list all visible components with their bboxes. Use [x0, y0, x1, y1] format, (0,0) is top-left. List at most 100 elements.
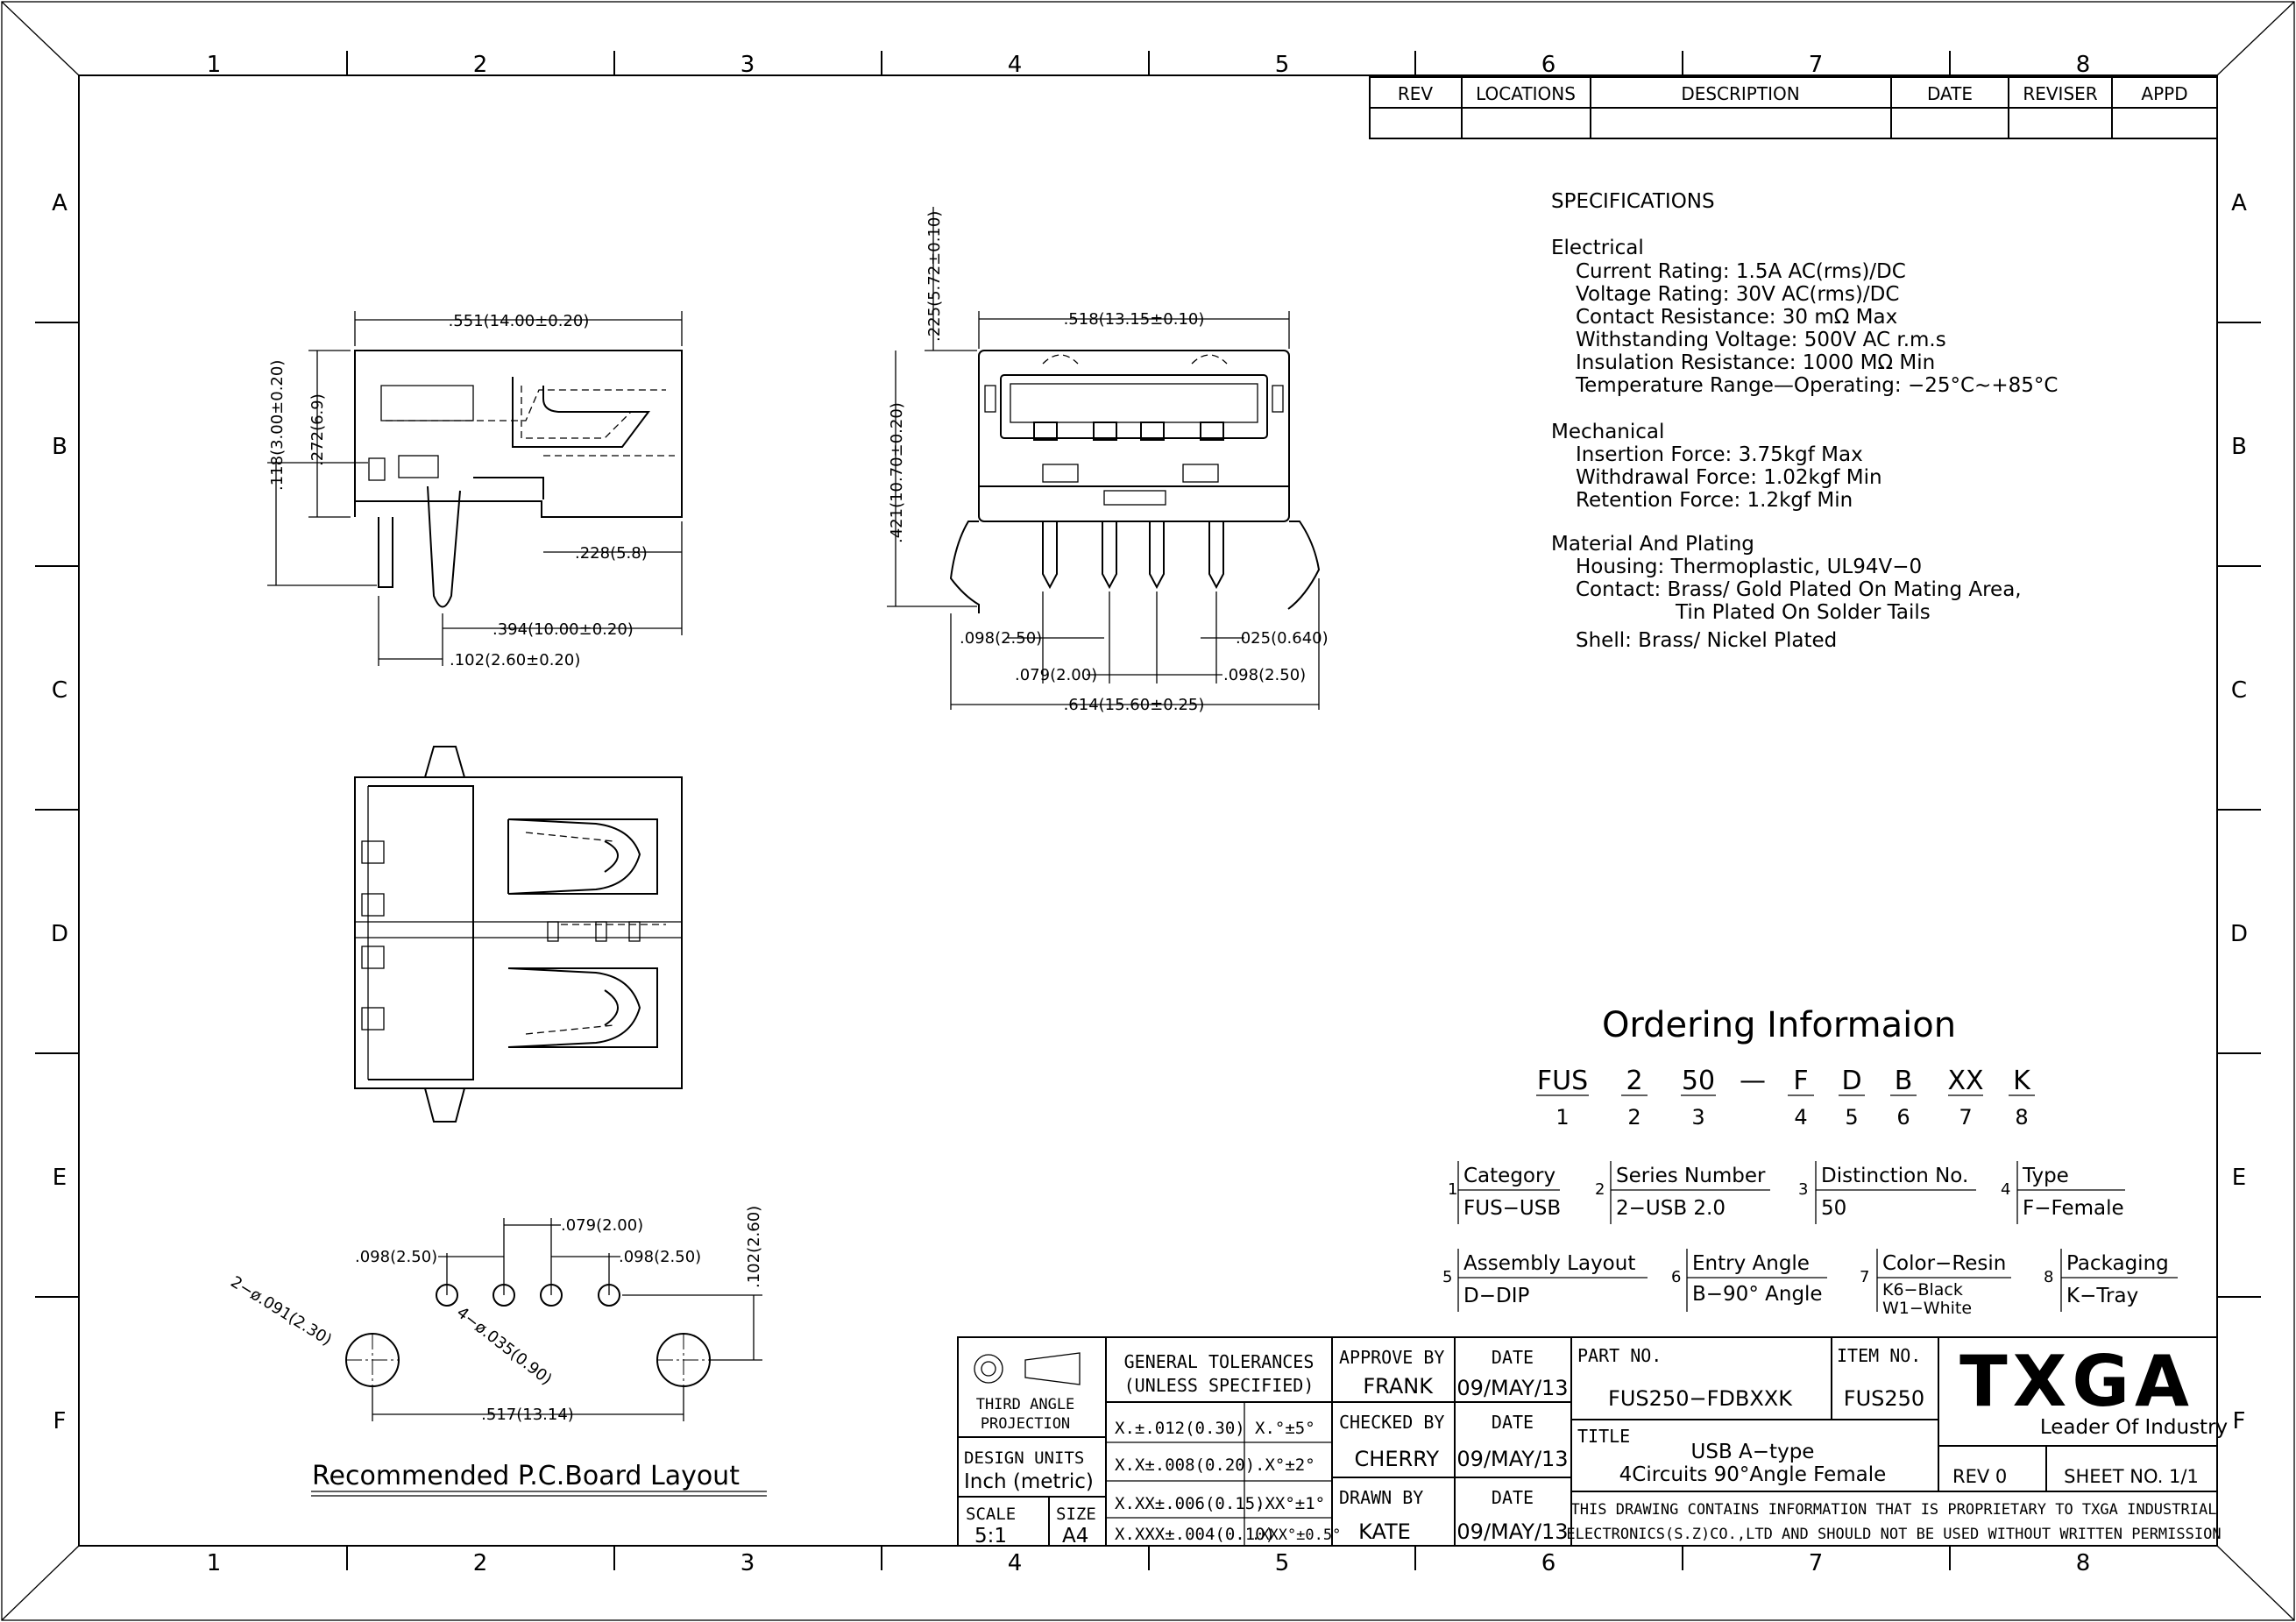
sheet-number: SHEET NO. 1/1 [2064, 1466, 2199, 1487]
projection-line2: PROJECTION [981, 1415, 1070, 1433]
tol-linear-4: X.XXX±.004(0.10) [1115, 1525, 1275, 1544]
row-label-e: E [53, 1165, 67, 1191]
checked-date-label: DATE [1492, 1412, 1534, 1433]
scale-value: 5:1 [974, 1525, 1007, 1548]
order-code-7: XX [1947, 1066, 1983, 1096]
spec-retention-force: Retention Force: 1.2kgf Min [1576, 489, 1853, 512]
front-pitch-right-dim: .098(2.50) [1223, 666, 1306, 684]
order-code-5: D [1841, 1066, 1861, 1096]
order-pos-7: 7 [1959, 1105, 1972, 1130]
order-code-dash: — [1740, 1066, 1766, 1096]
tolerances-subtitle: (UNLESS SPECIFIED) [1124, 1375, 1315, 1396]
mechanical-heading: Mechanical [1551, 421, 1664, 443]
row-label-f: F [53, 1408, 67, 1434]
order-code-4: F [1793, 1066, 1808, 1096]
revision-table: REV LOCATIONS DESCRIPTION DATE REVISER A… [1369, 76, 2218, 139]
appd-header: APPD [2141, 83, 2187, 104]
row-label-b-right: B [2231, 434, 2247, 460]
drawn-date-label: DATE [1492, 1487, 1534, 1508]
field-label-series: Series Number [1616, 1165, 1766, 1187]
spec-current-rating: Current Rating: 1.5A AC(rms)/DC [1576, 260, 1906, 283]
size-value: A4 [1062, 1525, 1088, 1548]
row-label-c: C [52, 677, 67, 704]
title-label: TITLE [1577, 1426, 1630, 1447]
top-view [354, 746, 683, 1123]
design-units-value: Inch (metric) [964, 1470, 1094, 1493]
field-value-assembly: D−DIP [1463, 1285, 1529, 1307]
ordering-info: Ordering Informaion FUS 2 50 — F D B XX … [1442, 1005, 2178, 1318]
tol-linear-3: X.XX±.006(0.15) [1115, 1494, 1265, 1513]
spec-temperature-range: Temperature Range—Operating: −25°C~+85°C [1575, 374, 2058, 397]
order-pos-8: 8 [2015, 1105, 2028, 1130]
field-num-6: 6 [1671, 1268, 1681, 1286]
field-num-2: 2 [1595, 1180, 1605, 1199]
row-label-b: B [52, 434, 67, 460]
col-label-3: 3 [741, 52, 755, 78]
checked-name: CHERRY [1355, 1447, 1440, 1471]
title-block: THIRD ANGLE PROJECTION DESIGN UNITS Inch… [957, 1336, 2228, 1548]
front-overall-dim: .614(15.60±0.25) [1064, 696, 1205, 714]
rev-value: REV 0 [1952, 1466, 2007, 1487]
spec-withdrawal-force: Withdrawal Force: 1.02kgf Min [1576, 466, 1882, 489]
order-pos-4: 4 [1794, 1105, 1807, 1130]
ordering-title: Ordering Informaion [1602, 1005, 1956, 1045]
field-num-7: 7 [1860, 1268, 1869, 1286]
field-value-color-black: K6−Black [1882, 1280, 1963, 1300]
description-header: DESCRIPTION [1681, 83, 1799, 104]
order-pos-3: 3 [1691, 1105, 1704, 1130]
col-label-4: 4 [1008, 52, 1023, 78]
row-label-e-right: E [2232, 1165, 2246, 1191]
col-label-5: 5 [1275, 52, 1290, 78]
specifications-block: SPECIFICATIONS Electrical Current Rating… [1551, 190, 2058, 652]
front-view: .518(13.15±0.10) .225(5.72±0.10) .421(10… [887, 207, 1329, 714]
col-label-8-bottom: 8 [2076, 1550, 2091, 1576]
side-depth-dim: .394(10.00±0.20) [493, 620, 634, 639]
row-label-a: A [52, 190, 67, 216]
col-label-1: 1 [207, 52, 222, 78]
spec-voltage-rating: Voltage Rating: 30V AC(rms)/DC [1576, 283, 1899, 306]
row-label-f-right: F [2233, 1408, 2246, 1434]
order-code-6: B [1895, 1066, 1913, 1096]
drawn-label: DRAWN BY [1339, 1487, 1423, 1508]
locations-header: LOCATIONS [1476, 83, 1576, 104]
field-value-category: FUS−USB [1463, 1197, 1561, 1220]
drawn-date: 09/MAY/13 [1456, 1519, 1568, 1544]
specifications-title: SPECIFICATIONS [1551, 190, 1715, 213]
field-value-color-white: W1−White [1882, 1299, 1972, 1318]
spec-insertion-force: Insertion Force: 3.75kgf Max [1576, 443, 1863, 466]
checked-date: 09/MAY/13 [1456, 1447, 1568, 1471]
pcb-layout-title: Recommended P.C.Board Layout [312, 1461, 740, 1491]
pcb-pitch-left-dim: .098(2.50) [355, 1248, 437, 1266]
tol-angle-1: X.°±5° [1255, 1419, 1315, 1438]
checked-label: CHECKED BY [1339, 1412, 1444, 1433]
side-view: .551(14.00±0.20) .118(3.00±0.20) .272(6.… [267, 311, 683, 669]
field-value-entry-angle: B−90° Angle [1692, 1283, 1823, 1306]
projection-line1: THIRD ANGLE [976, 1396, 1075, 1413]
pcb-offset-dim: .102(2.60) [745, 1206, 763, 1288]
field-num-4: 4 [2001, 1180, 2010, 1199]
projection-cone-icon [1024, 1352, 1081, 1385]
col-label-8: 8 [2076, 52, 2091, 78]
size-label: SIZE [1056, 1505, 1096, 1524]
front-width-dim: .518(13.15±0.10) [1064, 310, 1205, 329]
col-label-6: 6 [1541, 52, 1556, 78]
order-pos-6: 6 [1896, 1105, 1910, 1130]
row-label-a-right: A [2231, 190, 2247, 216]
field-num-5: 5 [1442, 1268, 1452, 1286]
notice-line2: ELECTRONICS(S.Z)CO.,LTD AND SHOULD NOT B… [1566, 1526, 2221, 1543]
field-value-distinction: 50 [1821, 1197, 1846, 1220]
spec-contact-tin: Tin Plated On Solder Tails [1675, 601, 1931, 624]
spec-contact: Contact: Brass/ Gold Plated On Mating Ar… [1576, 578, 2022, 601]
spec-insulation-resistance: Insulation Resistance: 1000 MΩ Min [1576, 351, 1935, 374]
tol-linear-1: X.±.012(0.30) [1115, 1419, 1245, 1438]
order-pos-1: 1 [1555, 1105, 1569, 1130]
order-pos-2: 2 [1627, 1105, 1641, 1130]
side-offset-dim: .102(2.60±0.20) [450, 651, 580, 669]
row-label-d-right: D [2230, 921, 2248, 947]
electrical-heading: Electrical [1551, 237, 1644, 259]
notice-line1: THIS DRAWING CONTAINS INFORMATION THAT I… [1571, 1501, 2217, 1519]
order-code-2: 2 [1626, 1066, 1642, 1096]
col-label-5-bottom: 5 [1275, 1550, 1290, 1576]
field-label-category: Category [1463, 1165, 1555, 1187]
